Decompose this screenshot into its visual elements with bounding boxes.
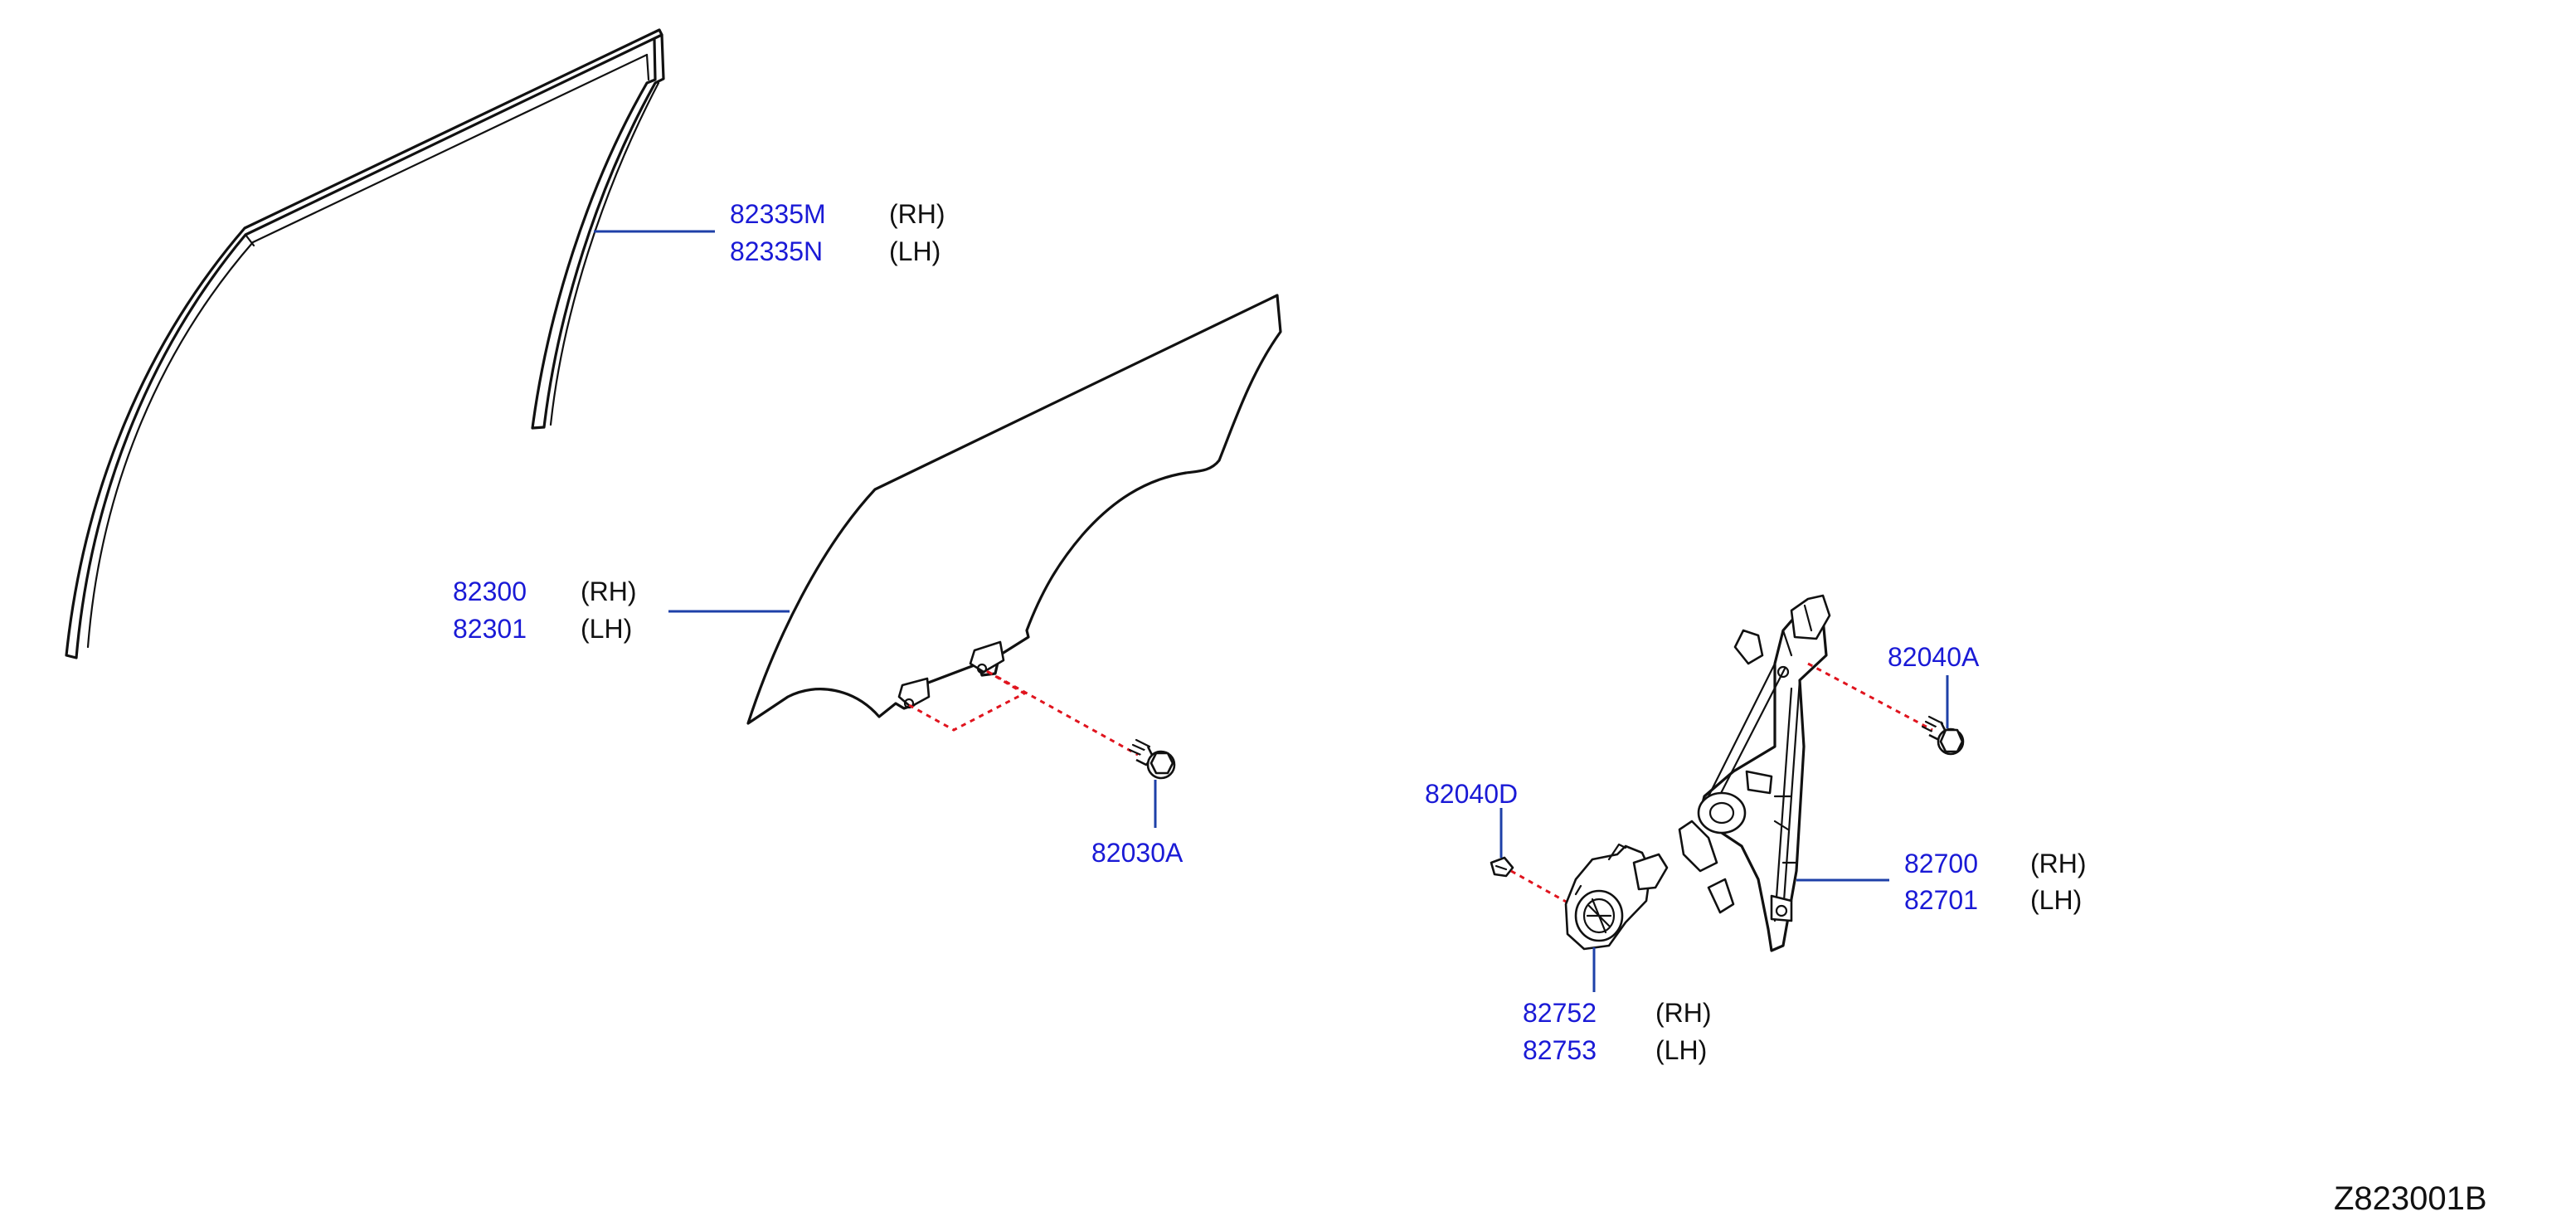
regulator-bolt-path (1807, 662, 1933, 732)
glass-rh-part-number: 82300 (453, 577, 527, 606)
motor-screw-part-number: 82040D (1425, 779, 1518, 809)
regulator-bolt-part-number: 82040A (1888, 642, 1980, 672)
diagram-code: Z823001B (2334, 1180, 2487, 1217)
window-regulator (1678, 594, 1831, 952)
sash-lh-part-number: 82335N (730, 236, 823, 266)
regulator-bolt (1921, 715, 1965, 756)
motor-lh-tag: (LH) (1655, 1035, 1707, 1065)
motor-rh-tag: (RH) (1655, 998, 1712, 1028)
motor-screw-path (1510, 869, 1568, 904)
regulator-rh-part-number: 82700 (1904, 849, 1978, 878)
sash-rh-part-number: 82335M (730, 199, 826, 229)
glass-rh-tag: (RH) (581, 577, 637, 606)
motor-screw (1490, 856, 1514, 878)
door-sash-channel (65, 28, 665, 659)
sash-rh-tag: (RH) (889, 199, 945, 229)
motor-lh-part-number: 82753 (1523, 1035, 1597, 1065)
door-glass (746, 294, 1282, 725)
regulator-lh-part-number: 82701 (1904, 885, 1978, 915)
regulator-lh-tag: (LH) (2030, 885, 2082, 915)
regulator-rh-tag: (RH) (2030, 849, 2087, 878)
glass-lh-tag: (LH) (581, 614, 632, 644)
glass-bolt-path (908, 669, 1139, 757)
motor-rh-part-number: 82752 (1523, 998, 1597, 1028)
glass-bolt-part-number: 82030A (1091, 838, 1184, 868)
glass-bolt (1128, 738, 1176, 780)
window-motor (1564, 843, 1669, 951)
sash-lh-tag: (LH) (889, 236, 940, 266)
glass-lh-part-number: 82301 (453, 614, 527, 644)
